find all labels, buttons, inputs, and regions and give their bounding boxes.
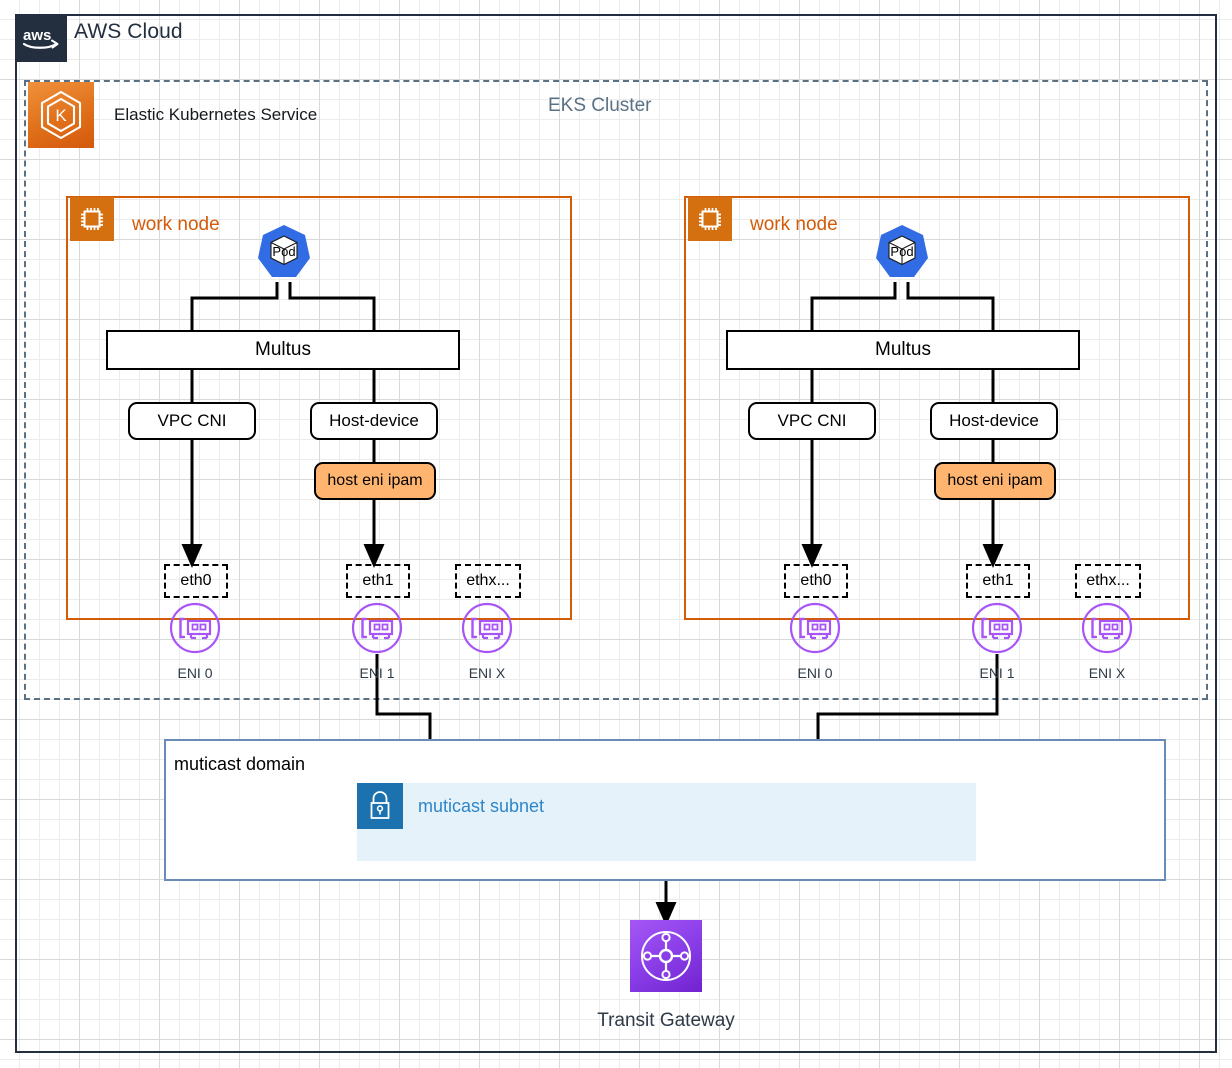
vpc-cni-box-right[interactable]: VPC CNI <box>748 402 876 440</box>
kubernetes-pod-icon <box>870 222 934 286</box>
host-device-box-right[interactable]: Host-device <box>930 402 1058 440</box>
network-interface-icon <box>1081 602 1133 654</box>
multicast-subnet-label: muticast subnet <box>418 796 545 816</box>
multicast-subnet-area <box>357 783 976 861</box>
transit-gateway-icon <box>630 920 702 992</box>
aws-cloud-title: AWS Cloud <box>74 20 183 43</box>
eni-label: ENI 1 <box>979 665 1015 681</box>
svg-text:K: K <box>55 106 67 125</box>
network-interface-icon <box>461 602 513 654</box>
ethx-box-right: ethx... <box>1075 564 1141 598</box>
eni-label: ENI X <box>468 665 506 681</box>
vpc-cni-box-left[interactable]: VPC CNI <box>128 402 256 440</box>
host-eni-ipam-box-right[interactable]: host eni ipam <box>934 462 1056 500</box>
cpu-chip-icon <box>688 197 732 241</box>
multus-box-left[interactable]: Multus <box>106 330 460 370</box>
aws-cloud-boundary <box>15 14 1217 1053</box>
eks-icon: K <box>28 82 94 148</box>
work-node-right-boundary <box>684 196 1190 620</box>
eni-label: ENI 1 <box>359 665 395 681</box>
ethx-box-left: ethx... <box>455 564 521 598</box>
network-interface-icon <box>169 602 221 654</box>
eth0-box-right: eth0 <box>784 564 848 598</box>
eth1-box-right: eth1 <box>966 564 1030 598</box>
network-interface-icon <box>789 602 841 654</box>
cpu-chip-icon <box>70 197 114 241</box>
multus-box-right[interactable]: Multus <box>726 330 1080 370</box>
work-node-left-label: work node <box>132 214 220 235</box>
eni-label: ENI 0 <box>797 665 833 681</box>
eni-label: ENI X <box>1088 665 1126 681</box>
eni-label: ENI 0 <box>177 665 213 681</box>
subnet-lock-icon <box>357 783 403 829</box>
eks-service-label: Elastic Kubernetes Service <box>114 105 318 124</box>
work-node-right-label: work node <box>750 214 838 235</box>
eks-cluster-boundary <box>24 80 1208 700</box>
network-interface-icon <box>351 602 403 654</box>
eks-cluster-label: EKS Cluster <box>548 95 652 116</box>
network-interface-icon <box>971 602 1023 654</box>
kubernetes-pod-icon <box>252 222 316 286</box>
svg-text:aws: aws <box>23 27 51 44</box>
multicast-domain-label: muticast domain <box>174 754 306 774</box>
eth0-box-left: eth0 <box>164 564 228 598</box>
transit-gateway-label: Transit Gateway <box>597 1010 735 1031</box>
eth1-box-left: eth1 <box>346 564 410 598</box>
aws-logo-icon: aws <box>15 14 67 62</box>
host-eni-ipam-box-left[interactable]: host eni ipam <box>314 462 436 500</box>
host-device-box-left[interactable]: Host-device <box>310 402 438 440</box>
work-node-left-boundary <box>66 196 572 620</box>
